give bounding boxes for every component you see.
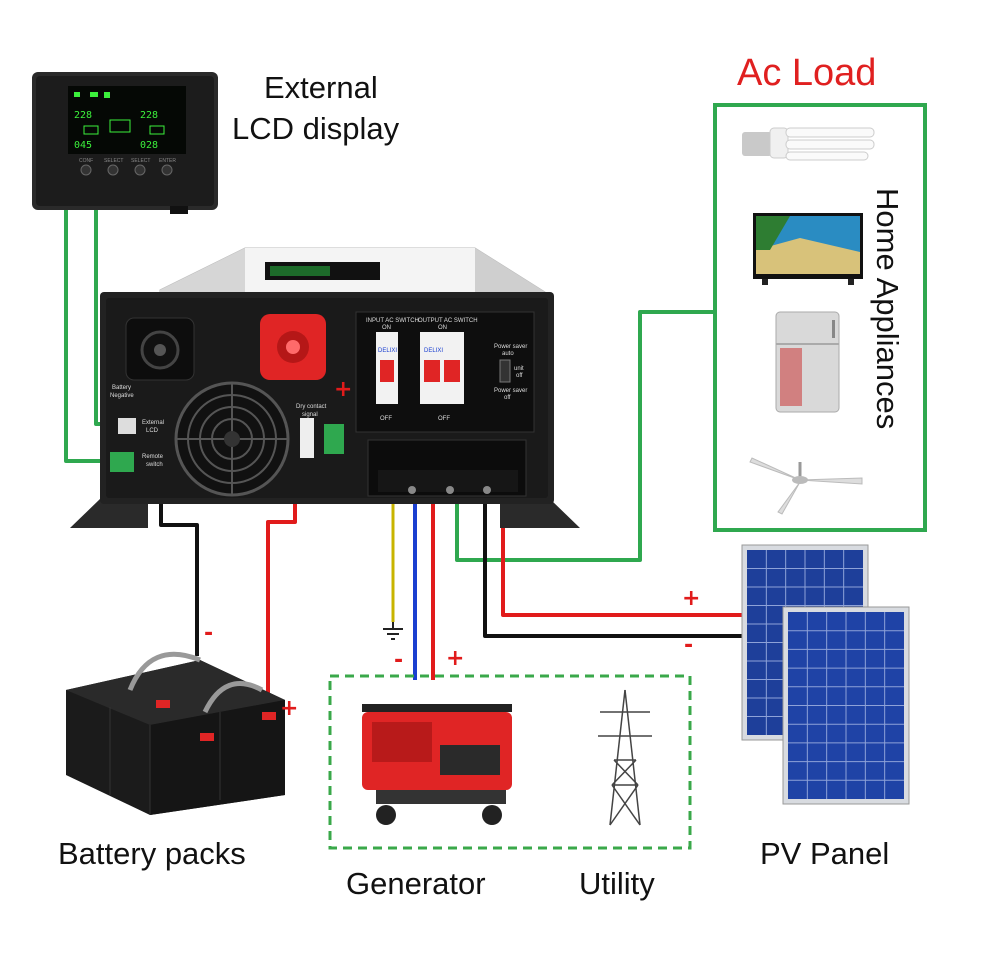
ceiling-fan-icon [749,457,863,515]
input-switch-off: OFF [380,416,392,422]
ac-load-title: Ac Load [737,52,877,94]
battery-negative-label-2: Negative [110,393,134,399]
dry-contact-label-2: signal [302,412,318,418]
output-switch-off: OFF [438,416,450,422]
pv-panel-label: PV Panel [760,836,890,871]
output-ac-switch-label: OUTPUT AC SWITCH [418,318,478,324]
input-ac-switch-on: ON [382,325,391,331]
power-saver-auto-1: Power saver [494,344,527,350]
breaker-brand-2: DELIXI [424,348,443,354]
battery-negative-label-1: Battery [112,385,131,391]
inverter: Battery Negative External LCD Remote swi… [70,247,580,528]
bulb-icon [742,127,875,161]
ac-input-positive-mark: + [446,646,465,671]
breaker-brand-1: DELIXI [378,348,397,354]
ac-input-source-box [328,674,692,850]
fridge-icon [775,311,840,413]
generator-icon [362,704,512,825]
ground-icon [383,622,403,640]
power-saver-auto-2: auto [502,351,514,357]
unit-off-1: unit [514,366,524,372]
tv-icon [753,213,863,285]
power-saver-off-2: off [504,395,511,401]
battery-positive-mark: + [280,696,299,721]
remote-switch-label-2: switch [146,462,163,468]
external-lcd-port-label-2: LCD [146,428,159,434]
power-saver-off-1: Power saver [494,388,527,394]
home-appliances-label: Home Appliances [870,188,905,430]
ac-output-wire [455,310,715,562]
lcd-button-enter: ENTER [159,158,176,164]
lcd-readout-2: 228 [140,110,158,121]
ac-load-box [713,103,927,532]
output-ac-switch-on: ON [438,325,447,331]
lcd-readout-1: 228 [74,110,92,121]
unit-off-2: off [516,373,523,379]
external-lcd-display: 228 228 045 028 CONF SELECT SELECT ENTER [32,72,218,214]
lcd-cable-1 [64,210,110,463]
battery-packs-label: Battery packs [58,836,246,871]
ac-input-negative-mark: - [394,648,404,673]
pv-negative-wire [483,498,756,638]
terminal-positive-mark: + [334,377,353,402]
remote-switch-label-1: Remote [142,454,164,460]
pv-positive-wire [501,498,756,617]
utility-label: Utility [579,866,655,901]
external-lcd-label-line1: External [264,70,378,105]
dry-contact-label-1: Dry contact [296,404,327,410]
pv-negative-mark: - [684,633,694,658]
lcd-button-conf: CONF [79,158,93,164]
battery-packs [66,651,285,815]
pv-panels [741,544,910,805]
external-lcd-label-line2: LCD display [232,111,400,146]
lcd-button-select-2: SELECT [131,158,150,164]
pv-positive-mark: + [682,586,701,611]
lcd-readout-4: 028 [140,140,158,151]
battery-negative-mark: - [204,621,214,646]
lcd-readout-3: 045 [74,140,92,151]
input-ac-switch-label: INPUT AC SWITCH [366,318,419,324]
wires [64,210,756,716]
generator-label: Generator [346,866,486,901]
lcd-button-select-1: SELECT [104,158,123,164]
external-lcd-port-label-1: External [142,420,164,426]
utility-tower-icon [598,689,652,826]
